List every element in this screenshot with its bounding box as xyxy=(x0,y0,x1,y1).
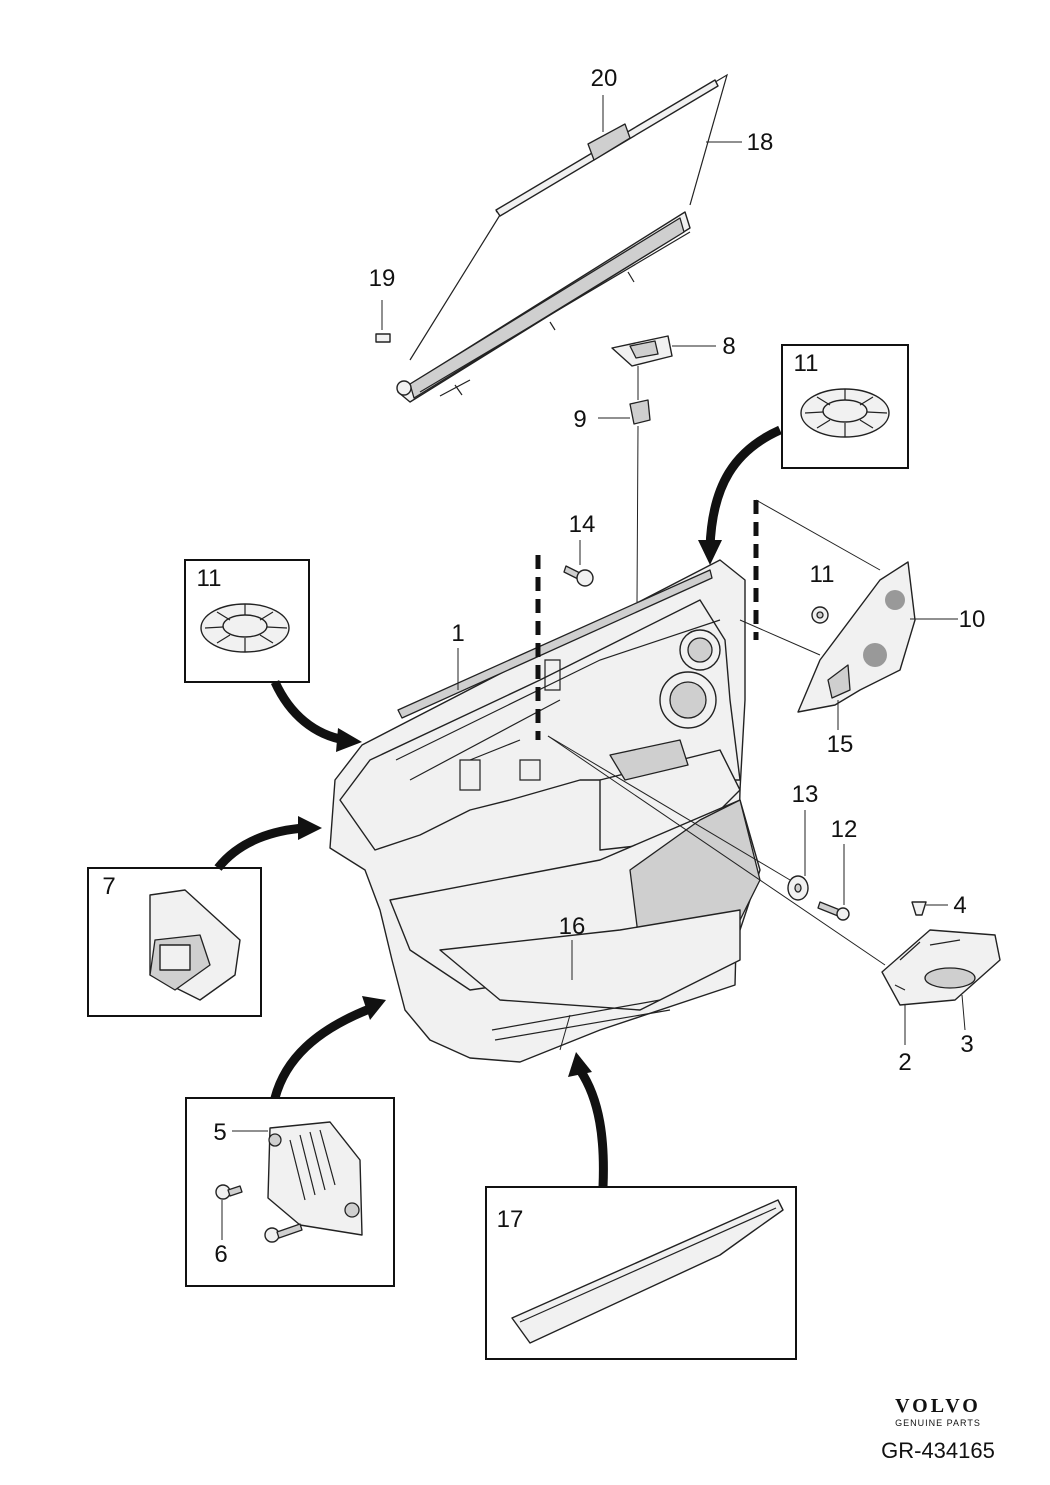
detail-box-7 xyxy=(87,867,262,1017)
callout-2: 2 xyxy=(898,1049,911,1076)
clip-part-9 xyxy=(629,399,651,425)
door-handle-2-3 xyxy=(881,929,1001,1006)
detail-box-17 xyxy=(485,1186,797,1360)
callout-6: 6 xyxy=(214,1241,227,1268)
callout-10: 10 xyxy=(959,606,986,633)
callout-20: 20 xyxy=(591,65,618,92)
screw-part-14 xyxy=(563,565,594,587)
brand-logo: VOLVO xyxy=(895,1395,981,1417)
callout-11-left: 11 xyxy=(197,565,222,592)
door-panel xyxy=(329,559,761,1063)
callout-18: 18 xyxy=(747,129,774,156)
pillar-trim-10 xyxy=(797,561,916,713)
callout-12: 12 xyxy=(831,816,858,843)
detail-box-11-right xyxy=(781,344,909,469)
brand-subtitle: GENUINE PARTS xyxy=(895,1418,981,1428)
callout-4: 4 xyxy=(953,892,966,919)
callout-5: 5 xyxy=(213,1119,226,1146)
switch-part-8 xyxy=(611,335,673,367)
bolt-12 xyxy=(817,901,850,921)
callout-7: 7 xyxy=(102,873,115,900)
detail-box-11-left xyxy=(184,559,310,683)
callout-9: 9 xyxy=(573,406,586,433)
callout-3: 3 xyxy=(960,1031,973,1058)
callout-14: 14 xyxy=(569,511,596,538)
clip-nut-11 xyxy=(811,606,829,624)
detail-box-5-6 xyxy=(185,1097,395,1287)
drawing-code: GR-434165 xyxy=(881,1438,995,1463)
callout-11-detail: 11 xyxy=(810,561,835,588)
callout-1: 1 xyxy=(451,620,464,647)
callout-15: 15 xyxy=(827,731,854,758)
callout-13: 13 xyxy=(792,781,819,808)
callout-11-right: 11 xyxy=(794,350,819,377)
clip-4 xyxy=(911,901,927,916)
callout-16: 16 xyxy=(559,913,586,940)
washer-13 xyxy=(787,875,809,901)
callout-8: 8 xyxy=(722,333,735,360)
callout-17: 17 xyxy=(497,1206,524,1233)
callout-19: 19 xyxy=(369,265,396,292)
sunshade-assembly xyxy=(375,73,728,403)
